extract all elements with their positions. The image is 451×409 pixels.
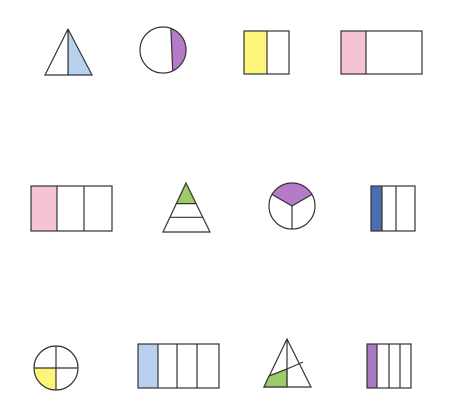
shaded-part — [31, 186, 57, 231]
unshaded-part — [44, 28, 69, 76]
shape-r3-c4 — [366, 343, 412, 389]
shaded-part — [371, 186, 382, 231]
rectangle-outline — [370, 185, 416, 232]
shape-r1-c2 — [139, 26, 187, 74]
shaded-part — [34, 368, 56, 390]
rectangle-outline — [340, 30, 423, 75]
shapes-layer — [30, 26, 423, 391]
divider-line — [286, 361, 304, 370]
shape-r2-c3 — [268, 182, 316, 230]
shape-r2-c4 — [370, 185, 416, 232]
shaded-part — [244, 31, 267, 74]
rectangle-outline — [30, 185, 113, 232]
shape-r1-c1 — [44, 28, 93, 76]
shaded-part — [170, 28, 187, 71]
shape-r3-c2 — [137, 343, 220, 389]
rectangle-outline — [137, 343, 220, 389]
shape-r1-c3 — [243, 30, 290, 75]
shape-r3-c3 — [263, 337, 312, 388]
divider-line — [291, 193, 313, 207]
circle-outline — [139, 26, 187, 74]
shaded-part — [367, 344, 377, 388]
divider-line — [268, 368, 288, 377]
shape-r2-c1 — [30, 185, 113, 232]
shaded-part — [341, 31, 366, 74]
divider-line — [271, 193, 293, 207]
shape-r3-c1 — [33, 345, 79, 391]
shaded-part — [138, 344, 158, 388]
shape-r1-c4 — [340, 30, 423, 75]
divider-line — [170, 28, 174, 71]
shape-r2-c2 — [162, 181, 211, 233]
